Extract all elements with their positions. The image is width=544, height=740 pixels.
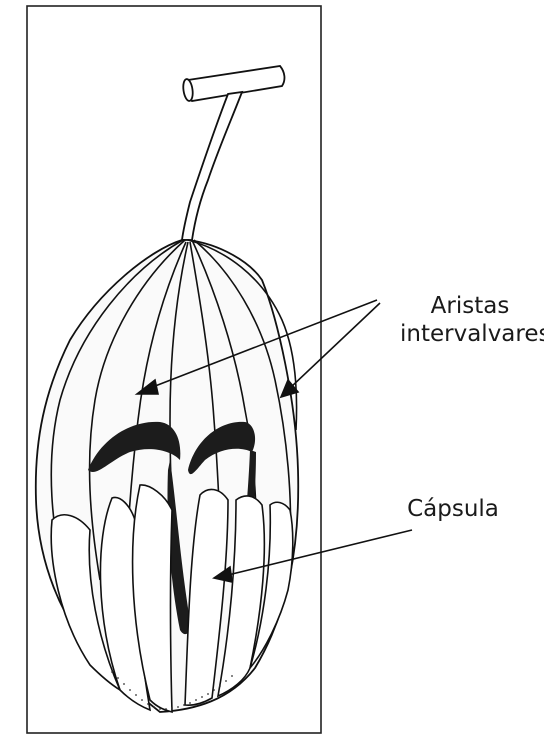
- aristas-line1: Aristas: [400, 292, 540, 320]
- aristas-line2: intervalvares: [400, 320, 540, 348]
- capsula-label: Cápsula: [393, 495, 513, 523]
- pedicel-stalk: [182, 92, 242, 240]
- aristas-intervalvares-label: Aristas intervalvares: [400, 292, 540, 348]
